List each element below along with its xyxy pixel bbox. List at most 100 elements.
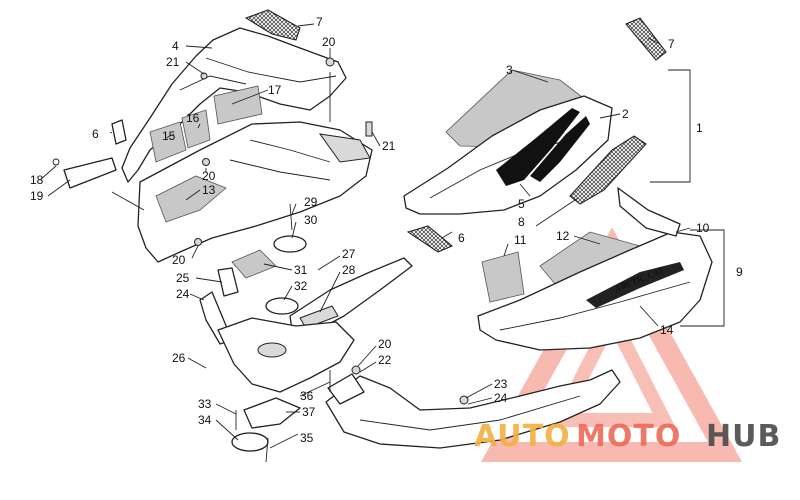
leader-22	[359, 361, 377, 373]
part-20-fastener-top	[325, 57, 335, 67]
callout-6-right: 6	[458, 231, 465, 245]
part-19-bracket	[63, 157, 117, 189]
hood-rib	[249, 139, 331, 163]
part-35-cable	[265, 437, 269, 463]
part-5-stripe-decal	[496, 108, 580, 186]
callout-14: 14	[660, 323, 674, 337]
callout-2: 2	[622, 107, 629, 121]
callout-8: 8	[518, 215, 525, 229]
callout-24-right: 24	[494, 391, 508, 405]
part-20-fastener-low	[194, 238, 202, 246]
leader-17	[231, 89, 269, 105]
part-34-ring	[231, 432, 269, 452]
callout-37: 37	[302, 405, 316, 419]
leader-25	[195, 277, 223, 283]
leader-13	[185, 189, 201, 201]
callout-28: 28	[342, 263, 356, 277]
leader-27	[317, 255, 341, 271]
leader-15	[165, 133, 175, 139]
callout-3: 3	[506, 63, 513, 77]
part-7-vent-grille-right	[625, 17, 667, 61]
part-5-stripe-decal-2	[530, 116, 590, 182]
leader-21a	[185, 61, 205, 75]
part-21-bolt-right	[365, 121, 373, 137]
watermark-hub: HUB	[706, 419, 781, 454]
hood-rib-2	[229, 159, 331, 181]
part-20-fastener-center	[351, 365, 361, 375]
leader-lines	[39, 23, 691, 449]
leader-31	[263, 263, 293, 271]
callout-7-right: 7	[668, 37, 675, 51]
part-13-hood-inner	[155, 175, 227, 223]
callout-23: 23	[494, 377, 508, 391]
belly-pan-opening	[257, 342, 287, 358]
watermark-text: AUTO MOTO HUB	[474, 419, 781, 454]
callout-6-left: 6	[92, 127, 99, 141]
part-31-pad	[231, 249, 277, 279]
part-20-fastener-mid	[202, 158, 210, 166]
part-32-ring	[265, 297, 299, 315]
watermark-auto: AUTO	[474, 419, 571, 454]
part-15-decal	[149, 121, 187, 163]
callout-33: 33	[198, 397, 212, 411]
leader-23	[465, 383, 493, 399]
callout-11: 11	[514, 233, 527, 247]
callout-17: 17	[268, 83, 282, 97]
callout-26: 26	[172, 351, 186, 365]
leader-19	[47, 179, 71, 197]
part-21-fastener	[200, 72, 208, 80]
right-upper-assembly	[403, 17, 691, 253]
callout-4: 4	[172, 39, 179, 53]
panel-10-contour	[499, 281, 691, 331]
leader-26	[187, 357, 207, 369]
leader-12	[573, 235, 601, 245]
part-6-vent-grille-small	[406, 225, 454, 253]
leader-21b	[371, 131, 381, 147]
leader-14	[639, 305, 659, 327]
leader-34	[215, 419, 239, 441]
leader-3	[511, 69, 549, 83]
callout-1: 1	[696, 121, 703, 135]
part-1-bracket-line	[650, 69, 691, 183]
callout-19: 19	[30, 189, 44, 203]
part-30-ring	[273, 235, 307, 253]
callout-27: 27	[342, 247, 356, 261]
leader-18	[39, 165, 57, 181]
leader-33	[215, 403, 237, 415]
leader-29	[291, 203, 297, 215]
leader-35	[269, 433, 299, 449]
callout-20-low: 20	[172, 253, 186, 267]
callout-24-left: 24	[176, 287, 190, 301]
part-25-pad	[217, 267, 239, 297]
callout-20-center: 20	[378, 337, 392, 351]
part-16-decal	[181, 109, 211, 149]
callout-10: 10	[696, 221, 710, 235]
callout-21-right: 21	[382, 139, 396, 153]
part-6-clip-left	[111, 119, 127, 145]
part-4-contour-2	[179, 75, 247, 91]
belly-pan-center	[217, 317, 355, 393]
callout-18: 18	[30, 173, 44, 187]
leader-4	[185, 45, 213, 49]
callout-31: 31	[294, 263, 308, 277]
part-7-vent-grille-left	[244, 9, 301, 41]
leader-8	[535, 197, 579, 227]
callout-labels: 1 2 3 4 5 6 6 7 7 8 9 10 11 12 13 14 15 …	[30, 15, 743, 445]
part-9-bracket-line	[680, 229, 725, 327]
leader-16	[197, 123, 201, 129]
callout-32: 32	[294, 279, 308, 293]
leader-30	[291, 221, 297, 239]
leader-10	[675, 227, 691, 233]
part-29-cable	[289, 203, 293, 231]
leader-32	[283, 285, 293, 301]
leader-6b	[441, 231, 453, 239]
watermark-inner-triangle	[548, 302, 676, 427]
right-lower-assembly: ARCTIC CAT	[477, 187, 725, 351]
part-4-side-panel	[121, 27, 347, 183]
leader-7a	[297, 23, 315, 27]
left-upper-assembly	[52, 9, 373, 263]
part-17-decal	[213, 85, 263, 125]
belly-pan-left-tab	[327, 373, 365, 405]
